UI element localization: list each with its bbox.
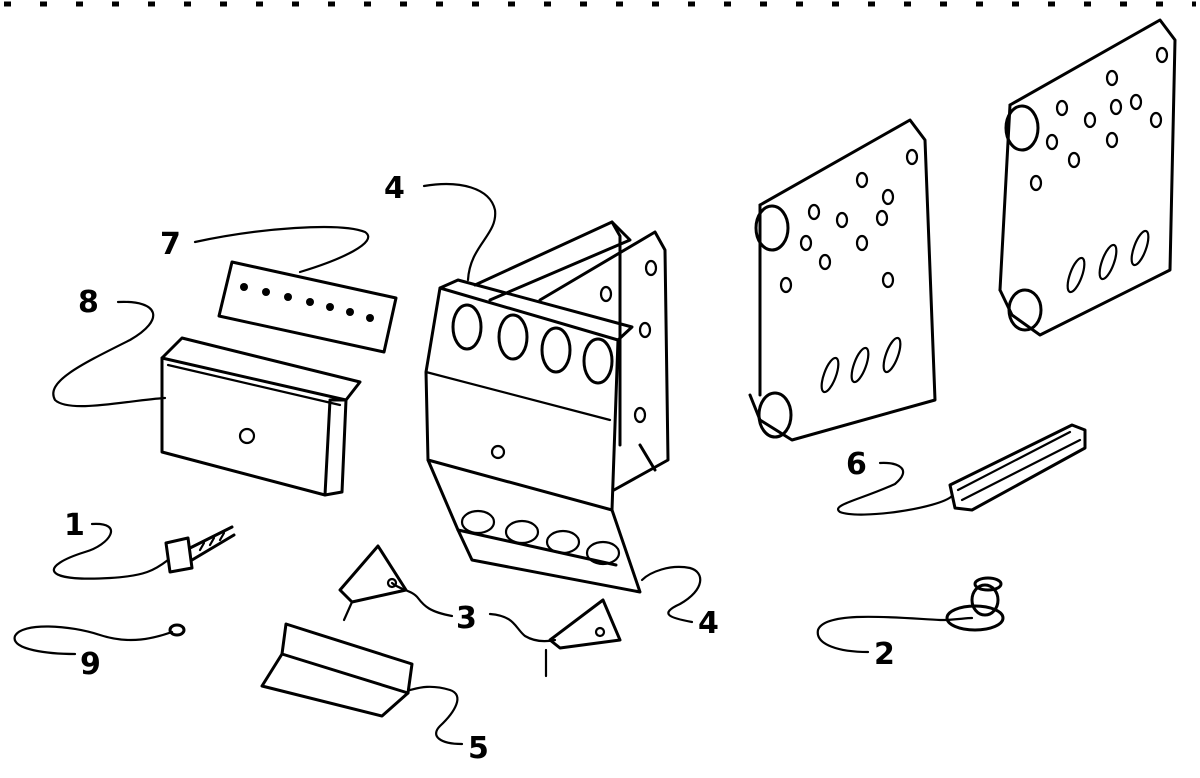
leader-9: [13, 625, 174, 656]
leader-5: [408, 685, 464, 746]
part-1-bolt: [164, 525, 236, 574]
callout-4-top: 4: [384, 171, 405, 206]
part-3-gusset-left: [338, 544, 408, 622]
callout-3: 3: [456, 601, 477, 636]
leader-8: [52, 300, 167, 408]
part-4-side-plates: [473, 220, 670, 492]
part-4-main-frame: [424, 278, 642, 594]
callout-labels: 1 2 3 4 4 5 6 7 8 9: [64, 171, 895, 766]
callout-4-bottom: 4: [698, 606, 719, 641]
callout-8: 8: [78, 285, 99, 320]
large-side-plate-middle: [748, 118, 937, 442]
callout-2: 2: [874, 637, 895, 672]
part-5-angle-bracket: [260, 622, 414, 718]
part-6-channel: [948, 423, 1087, 512]
callout-5: 5: [468, 731, 489, 766]
part-2-knob: [945, 576, 1005, 632]
leader-3-right: [488, 612, 557, 643]
callout-9: 9: [80, 647, 101, 682]
part-8-box-enclosure: [160, 336, 362, 497]
leader-4-top: [422, 182, 497, 282]
part-9-pin: [168, 623, 186, 637]
callout-7: 7: [160, 227, 181, 262]
leader-6: [837, 461, 954, 516]
leader-4-bottom: [640, 565, 702, 624]
large-side-plate-right: [998, 18, 1177, 337]
part-7-perforated-strip: [217, 260, 398, 354]
part-3-gusset-right: [544, 598, 622, 678]
leader-lines: [13, 182, 974, 746]
callout-6: 6: [846, 447, 867, 482]
leader-2: [816, 615, 974, 654]
leader-1: [52, 522, 170, 580]
leader-7: [193, 225, 370, 274]
leader-3-left: [390, 581, 454, 618]
callout-1: 1: [64, 508, 85, 543]
